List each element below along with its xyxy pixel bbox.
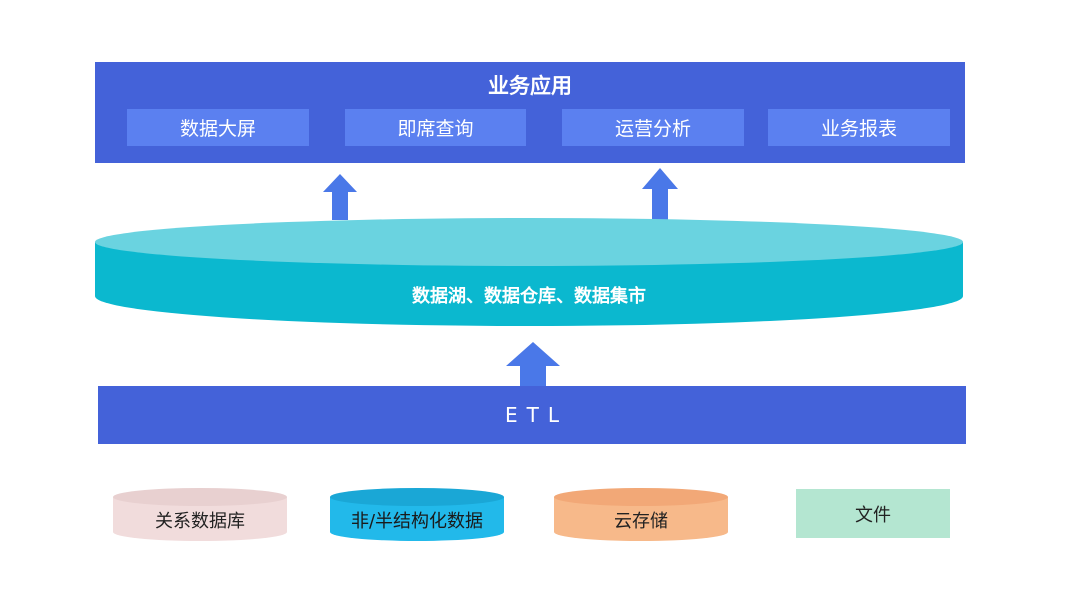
relational-db-cylinder bbox=[113, 488, 287, 541]
relational-db-label: 关系数据库 bbox=[155, 511, 245, 532]
semi-structured-cylinder bbox=[330, 488, 504, 541]
cloud-storage-cylinder bbox=[554, 488, 728, 541]
operations-analysis-button[interactable]: 运营分析 bbox=[562, 109, 744, 146]
data-platform-label: 数据湖、数据仓库、数据集市 bbox=[412, 286, 646, 307]
business-app-panel: 业务应用 数据大屏 即席查询 运营分析 业务报表 bbox=[95, 62, 965, 163]
file-label: 文件 bbox=[855, 504, 891, 526]
cloud-storage-label: 云存储 bbox=[614, 511, 668, 532]
semi-structured-label: 非/半结构化数据 bbox=[350, 511, 484, 532]
business-report-button[interactable]: 业务报表 bbox=[768, 109, 950, 146]
adhoc-query-button[interactable]: 即席查询 bbox=[345, 109, 526, 146]
data-dashboard-button[interactable]: 数据大屏 bbox=[127, 109, 309, 146]
arrow-up-icon bbox=[642, 168, 678, 220]
file-box: 文件 bbox=[796, 489, 950, 538]
arrow-up-icon bbox=[506, 342, 560, 388]
arrow-up-icon bbox=[323, 174, 357, 220]
data-platform-cylinder bbox=[95, 218, 963, 326]
etl-bar: ETL bbox=[98, 386, 966, 444]
business-app-title: 业务应用 bbox=[488, 74, 572, 98]
